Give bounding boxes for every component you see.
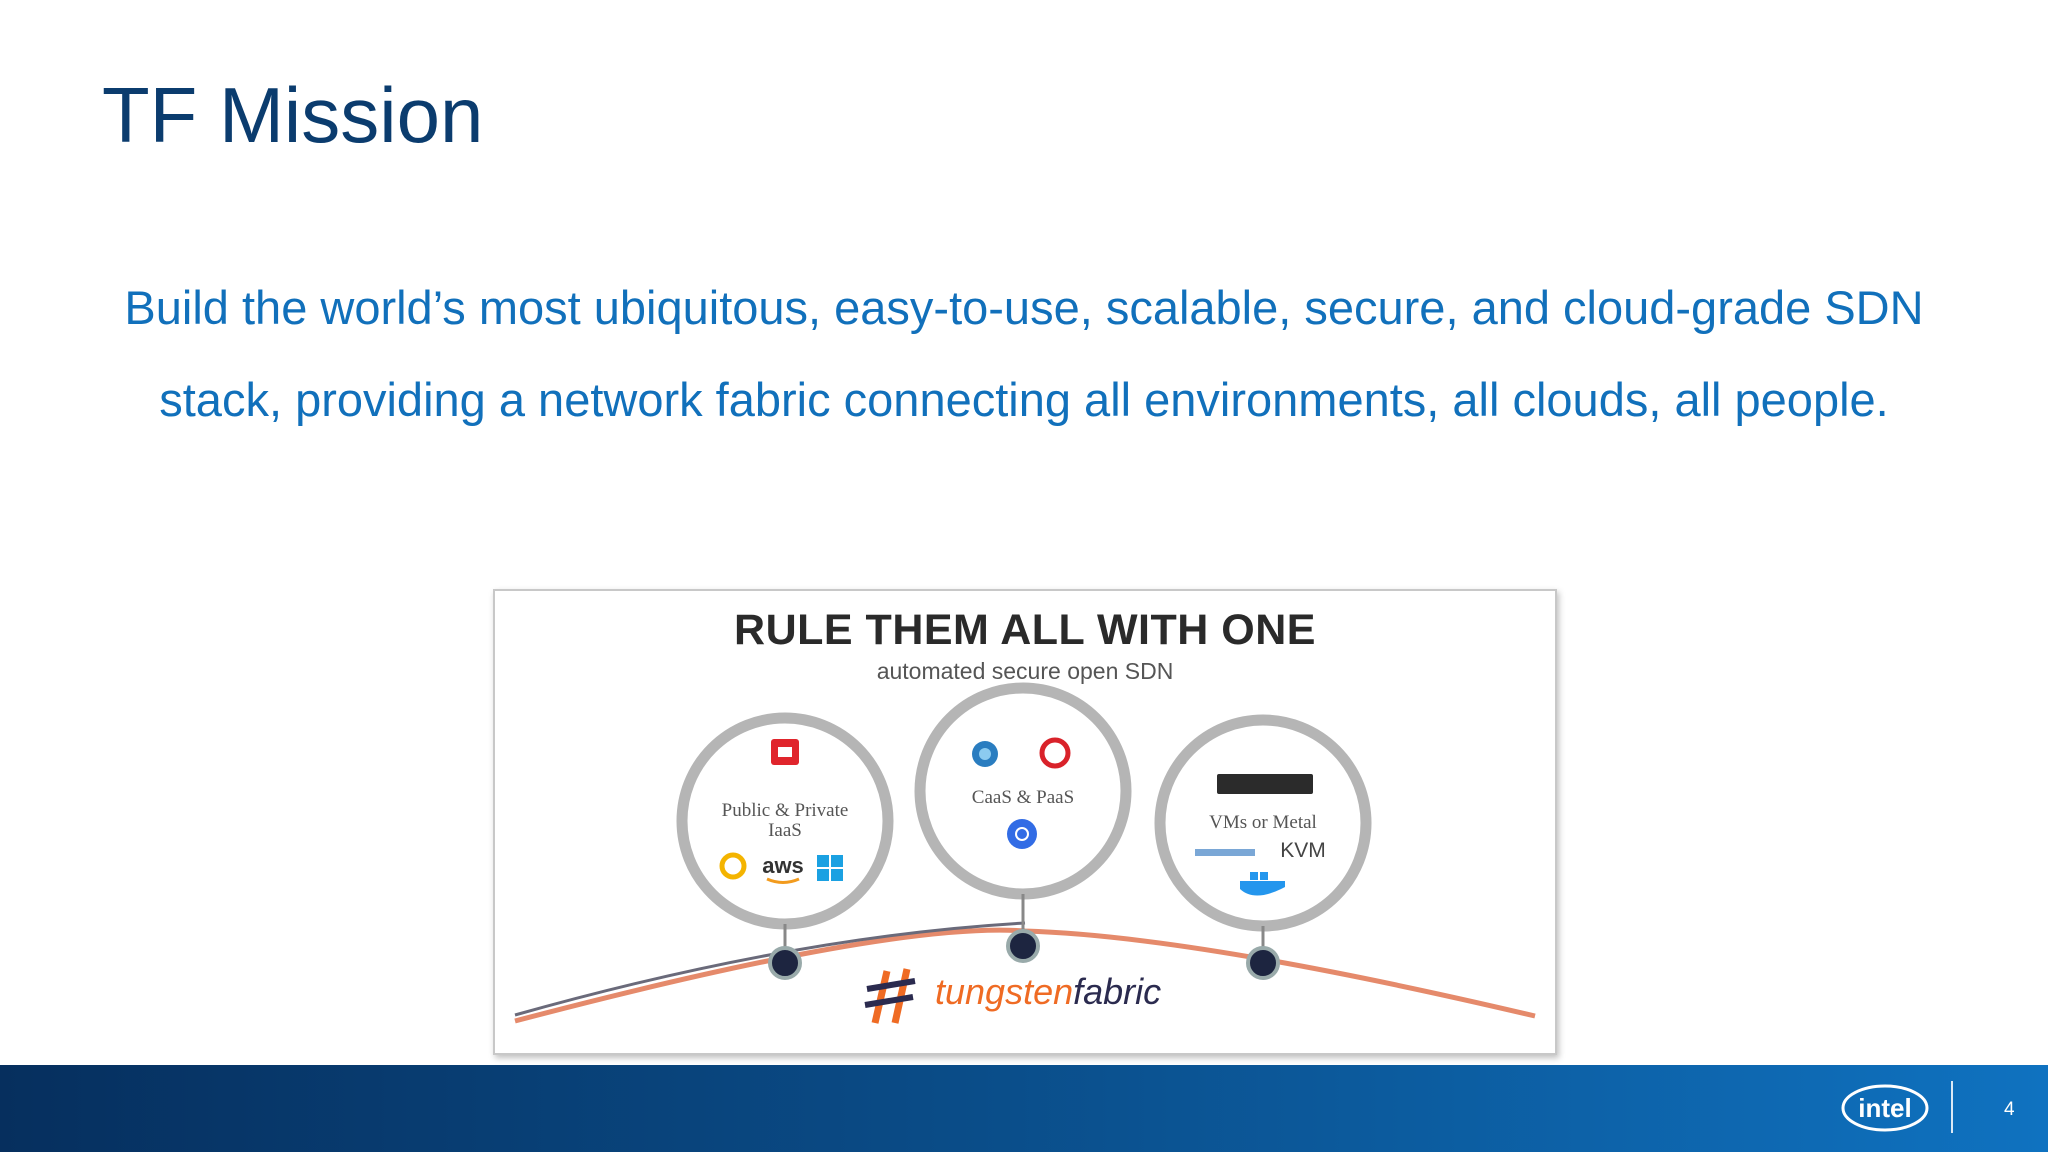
footer-divider <box>1951 1081 1953 1133</box>
diagram-title: RULE THEM ALL WITH ONE <box>734 606 1316 654</box>
docker-icon <box>1240 872 1285 896</box>
page-number: 4 <box>2004 1099 2015 1120</box>
node-dot <box>1006 929 1040 963</box>
circle-1-line2: IaaS <box>768 820 802 841</box>
openshift-icon <box>1039 737 1071 769</box>
diagram-graphic: Public & Private IaaS aws CaaS & PaaS VM… <box>514 682 1536 1024</box>
tungsten-fabric-logo-icon <box>864 968 916 1024</box>
mission-statement: Build the world’s most ubiquitous, easy-… <box>124 281 1924 426</box>
kubernetes-icon <box>1007 819 1037 849</box>
diagram-subtitle: automated secure open SDN <box>876 658 1174 684</box>
kvm-icon: KVM <box>1280 839 1326 862</box>
tungsten-fabric-wordmark: tungstenfabric <box>935 971 1161 1012</box>
aws-icon: aws <box>762 853 804 878</box>
circle-1-line1: Public & Private <box>722 800 849 821</box>
tungsten-fabric-diagram: RULE THEM ALL WITH ONE automated secure … <box>493 589 1557 1055</box>
windows-icon <box>817 855 843 881</box>
slide-footer: intel 4 <box>0 1065 2048 1152</box>
docker-swarm-icon <box>972 741 998 767</box>
intel-logo-icon: intel <box>1841 1084 1929 1132</box>
circle-2-line1: CaaS & PaaS <box>972 787 1074 808</box>
node-dot <box>768 946 802 980</box>
circle-3-line1: VMs or Metal <box>1209 812 1317 833</box>
slide-title: TF Mission <box>102 71 484 159</box>
google-cloud-icon <box>719 852 747 880</box>
server-icon <box>1217 774 1313 794</box>
openstack-icon <box>771 739 799 765</box>
svg-text:intel: intel <box>1858 1093 1911 1123</box>
vmware-icon <box>1195 849 1255 856</box>
node-dot <box>1246 946 1280 980</box>
